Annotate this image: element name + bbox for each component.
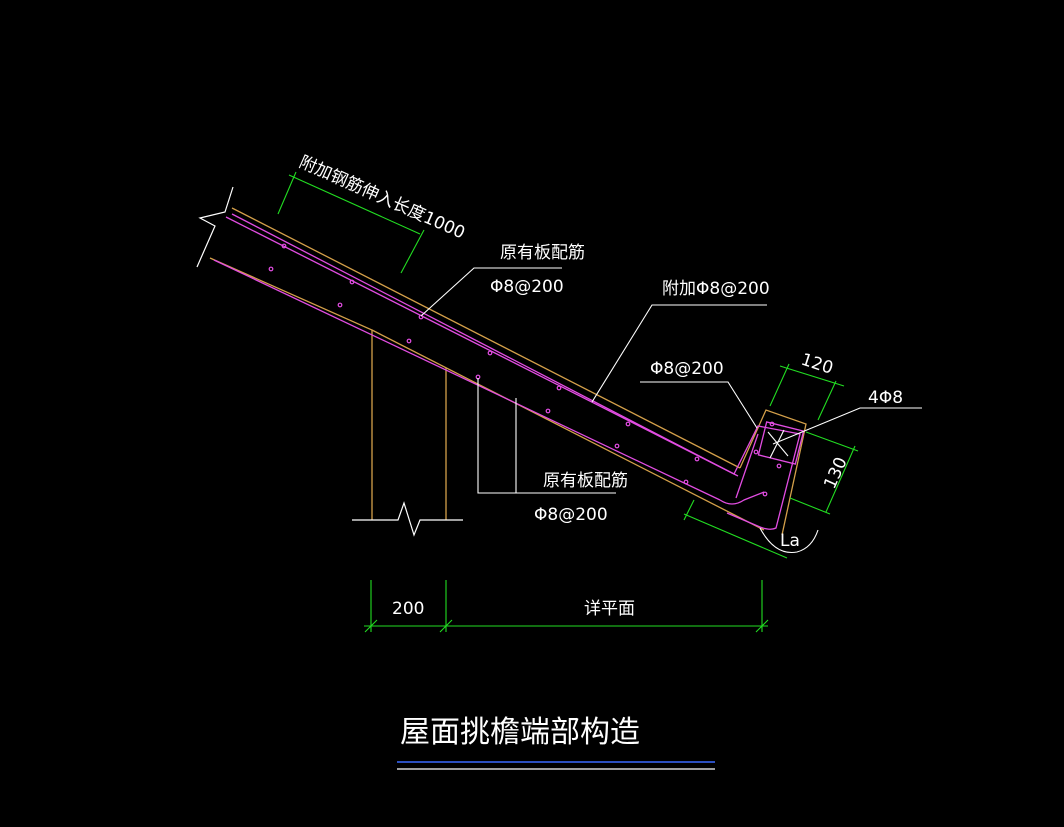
bar-dot <box>337 302 343 308</box>
edge-inner-rebar <box>735 433 759 499</box>
label-bottom-rebar-name: 原有板配筋 <box>543 471 628 491</box>
upturn-outline <box>739 409 807 536</box>
dim-text-130: 130 <box>820 454 851 492</box>
bar-dot <box>769 421 775 427</box>
label-la: La <box>780 531 800 551</box>
leaders <box>420 267 922 554</box>
slab-outline <box>209 207 807 536</box>
bar-dot <box>545 408 551 414</box>
slab-top-edge <box>231 207 741 469</box>
break-lines <box>196 186 463 537</box>
dim-extension <box>288 174 421 235</box>
dim-la-ext1 <box>683 499 695 521</box>
bar-dot <box>614 443 620 449</box>
bar-dot <box>406 338 412 344</box>
bottom-rebar <box>213 259 721 501</box>
leader-stirrup-cross-a <box>767 431 789 457</box>
leader-long-bars <box>772 407 922 445</box>
dim-bottom-tick3 <box>755 619 769 633</box>
bar-dot <box>268 266 274 272</box>
dim-130 <box>825 445 856 513</box>
leader-stirrup-cross-b <box>769 429 785 459</box>
dim-bottom-tick2 <box>439 619 453 633</box>
bar-dot <box>694 456 700 462</box>
wall-break-line <box>352 501 463 537</box>
leader-la <box>759 527 819 554</box>
slab-bottom-edge <box>209 257 373 520</box>
bar-dot <box>487 350 493 356</box>
bar-dot <box>762 491 768 497</box>
label-top-rebar-spec: Φ8@200 <box>490 277 564 297</box>
bar-dot <box>281 243 287 249</box>
dim-la <box>683 513 788 559</box>
rebar <box>213 213 805 530</box>
drawing-title: 屋面挑檐端部构造 <box>400 715 640 750</box>
dimension-lines <box>277 171 859 633</box>
dim-120-ext2 <box>817 380 837 421</box>
bottom-rebar-bend <box>719 491 765 505</box>
bar-dot <box>418 314 424 320</box>
stirrup <box>757 421 805 465</box>
dim-text-200: 200 <box>392 599 424 619</box>
dim-extension-ext1 <box>277 171 297 215</box>
top-rebar <box>225 216 739 477</box>
dim-bottom-tick1 <box>364 619 378 633</box>
bar-dot <box>683 479 689 485</box>
bar-dot <box>556 385 562 391</box>
label-extension-length: 附加钢筋伸入长度1000 <box>296 152 468 243</box>
dim-text-see-plan: 详平面 <box>584 599 635 619</box>
label-long-bars: 4Φ8 <box>868 388 903 408</box>
dim-130-ext1 <box>805 431 859 452</box>
bar-dot <box>625 421 631 427</box>
leader-top-rebar <box>420 267 562 317</box>
label-top-rebar-name: 原有板配筋 <box>500 243 585 263</box>
added-rebar-hook <box>231 213 801 530</box>
dim-130-ext2 <box>789 497 831 515</box>
leader-added-rebar <box>591 304 767 403</box>
dim-120 <box>779 365 845 387</box>
bar-dot <box>349 279 355 285</box>
leader-bottom-rebar <box>477 378 616 494</box>
bar-dot <box>776 463 782 469</box>
leader-stirrup <box>640 381 758 429</box>
slab-bottom-edge-main <box>371 329 765 531</box>
left-break-line <box>196 186 234 268</box>
dim-extension-ext2 <box>400 229 425 274</box>
label-bottom-rebar-spec: Φ8@200 <box>534 505 608 525</box>
bar-dot <box>753 449 759 455</box>
label-stirrup-spec: Φ8@200 <box>650 359 724 379</box>
dim-text-120: 120 <box>798 350 835 379</box>
dim-120-ext1 <box>769 363 790 407</box>
label-added-rebar: 附加Φ8@200 <box>662 279 770 299</box>
